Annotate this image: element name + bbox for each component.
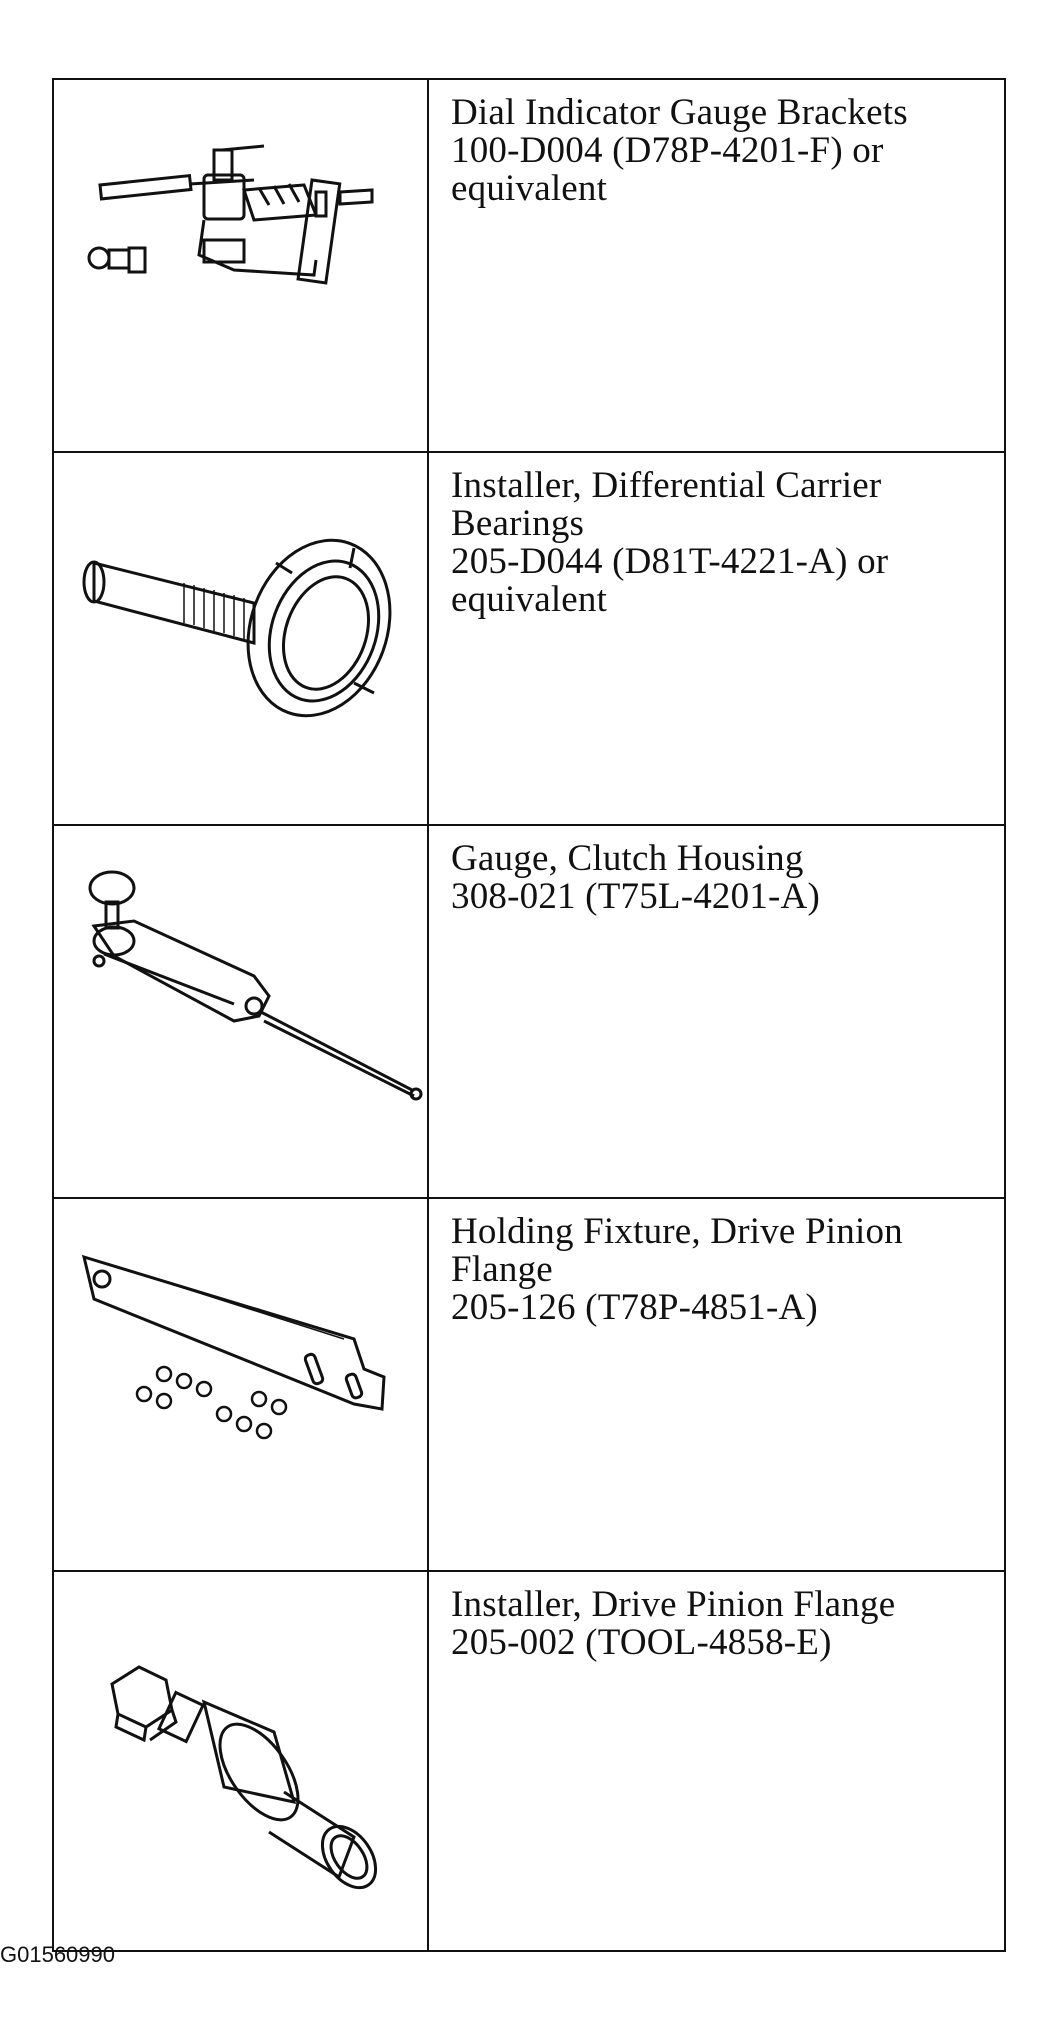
tool-image-cell xyxy=(52,1197,429,1572)
tool-description: Gauge, Clutch Housing 308-021 (T75L-4201… xyxy=(451,840,992,916)
tool-number: 205-D044 (D81T-4221-A) or xyxy=(451,541,889,582)
tool-description: Dial Indicator Gauge Brackets 100-D004 (… xyxy=(451,94,992,208)
table-row: Installer, Differential Carrier Bearings… xyxy=(52,451,1006,826)
tool-note: equivalent xyxy=(451,168,608,209)
tool-name: Gauge, Clutch Housing xyxy=(451,838,804,879)
flange-installer-icon xyxy=(110,1665,378,1890)
table-row: Dial Indicator Gauge Brackets 100-D004 (… xyxy=(52,78,1006,453)
tool-image-cell xyxy=(52,78,429,453)
tool-name: Dial Indicator Gauge Brackets xyxy=(451,92,908,133)
special-tools-table: Dial Indicator Gauge Brackets 100-D004 (… xyxy=(52,78,1006,1952)
tool-description-cell: Holding Fixture, Drive Pinion Flange 205… xyxy=(427,1197,1006,1572)
table-row: Gauge, Clutch Housing 308-021 (T75L-4201… xyxy=(52,824,1006,1199)
table-row: Holding Fixture, Drive Pinion Flange 205… xyxy=(52,1197,1006,1572)
tool-note: equivalent xyxy=(451,579,608,620)
tool-description-cell: Dial Indicator Gauge Brackets 100-D004 (… xyxy=(427,78,1006,453)
dial-indicator-brackets-icon xyxy=(87,144,374,285)
bearing-installer-icon xyxy=(82,538,392,718)
clutch-housing-gauge-icon xyxy=(88,870,423,1101)
table-row: Installer, Drive Pinion Flange 205-002 (… xyxy=(52,1570,1006,1952)
tool-name-cont: Flange xyxy=(451,1249,553,1290)
figure-id: G01560990 xyxy=(0,1942,115,1967)
tool-image-cell xyxy=(52,1570,429,1952)
tool-name: Holding Fixture, Drive Pinion xyxy=(451,1211,903,1252)
holding-fixture-icon xyxy=(81,1254,386,1440)
tool-name: Installer, Drive Pinion Flange xyxy=(451,1584,896,1625)
tool-name: Installer, Differential Carrier xyxy=(451,465,882,506)
tool-description: Installer, Drive Pinion Flange 205-002 (… xyxy=(451,1586,992,1662)
tool-number: 100-D004 (D78P-4201-F) or xyxy=(451,130,884,171)
tool-description-cell: Installer, Differential Carrier Bearings… xyxy=(427,451,1006,826)
tool-description: Installer, Differential Carrier Bearings… xyxy=(451,467,992,619)
tool-description: Holding Fixture, Drive Pinion Flange 205… xyxy=(451,1213,992,1327)
tool-number: 205-002 (TOOL-4858-E) xyxy=(451,1622,832,1663)
tool-name-cont: Bearings xyxy=(451,503,585,544)
tool-image-cell xyxy=(52,451,429,826)
tool-description-cell: Installer, Drive Pinion Flange 205-002 (… xyxy=(427,1570,1006,1952)
tool-description-cell: Gauge, Clutch Housing 308-021 (T75L-4201… xyxy=(427,824,1006,1199)
tool-image-cell xyxy=(52,824,429,1199)
tool-number: 205-126 (T78P-4851-A) xyxy=(451,1287,818,1328)
tool-number: 308-021 (T75L-4201-A) xyxy=(451,876,820,917)
